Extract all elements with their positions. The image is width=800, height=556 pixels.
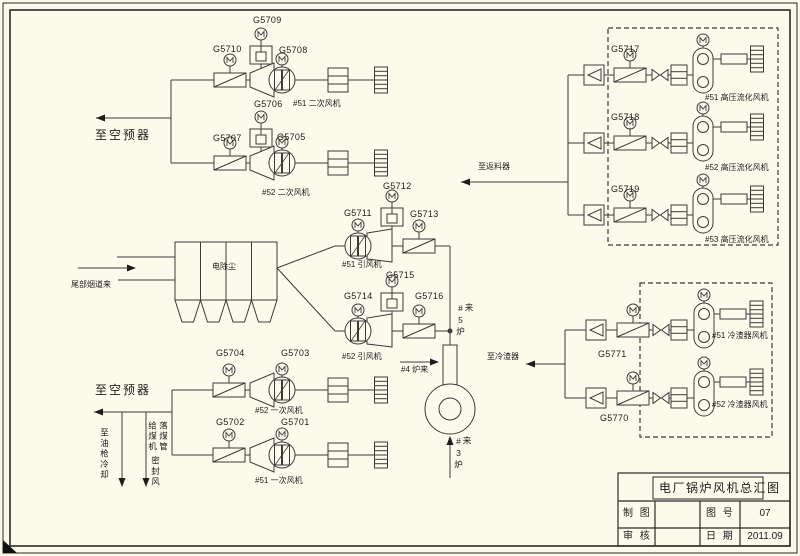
slag-cooler-fan-skid-boundary (639, 282, 773, 438)
silencer-outlet (374, 376, 388, 404)
silencer (327, 442, 349, 468)
tag-g5702: G5702 (216, 417, 245, 427)
damper-g5704 (213, 364, 245, 397)
arrow-to-air-preheater-top (96, 114, 105, 122)
arrow-to-air-preheater-bottom (94, 408, 103, 416)
damper-g5702 (213, 429, 245, 462)
drawing-title: 电厂锅炉风机总汇图 (659, 481, 781, 495)
tag-g5707: G5707 (213, 133, 242, 143)
checked-by-label: 审 核 (623, 531, 652, 542)
note-from-boiler-5: #5炉来 (455, 303, 475, 338)
fan-label-pa-51: #51 一次风机 (255, 476, 303, 485)
tag-g5717: G5717 (611, 44, 640, 54)
silencer (327, 150, 349, 176)
fan-label-hp-53: #53 高压流化风机 (705, 235, 769, 244)
silencer (327, 67, 349, 93)
note-coal-feeder: 给煤机 (147, 421, 158, 453)
fluidizing-fan-row-51 (583, 34, 764, 93)
silencer-outlet (374, 441, 388, 469)
note-from-rear-flue: 尾部烟道来 (71, 280, 111, 289)
drawing-no-label: 图 号 (706, 508, 735, 519)
date-label: 日 期 (706, 531, 735, 542)
tag-g5704: G5704 (216, 348, 245, 358)
tag-g5712: G5712 (383, 181, 412, 191)
fan-label-hp-52: #52 高压流化风机 (705, 163, 769, 172)
arrow-rear-flue (127, 264, 136, 272)
note-from-boiler-3: #3炉来 (453, 436, 473, 471)
arrow-oil-gun-cooling (118, 478, 126, 487)
silencer-outlet (374, 149, 388, 177)
tag-g5709: G5709 (253, 15, 282, 25)
fluidizing-fan-skid-boundary (607, 27, 779, 246)
fan-label-id-51: #51 引风机 (342, 260, 382, 269)
tag-g5710: G5710 (213, 44, 242, 54)
note-oil-gun-cooling: 至油枪冷却 (99, 428, 110, 481)
title-block-frame (617, 472, 791, 547)
inlet-vane-g5709 (250, 28, 272, 64)
fluidizing-fan-row-52 (583, 102, 764, 161)
note-to-slag-cooler: 至冷渣器 (487, 352, 519, 361)
fan-label-pa-52: #52 一次风机 (255, 406, 303, 415)
note-esp: 电除尘 (212, 262, 236, 271)
date-value: 2011.09 (747, 531, 783, 542)
note-from-boiler-4: #4 炉来 (401, 365, 429, 374)
stack-chimney (424, 344, 476, 435)
fan-label-id-52: #52 引风机 (342, 352, 382, 361)
arrow-to-slag-cooler (526, 360, 535, 368)
damper-g5713 (403, 220, 435, 253)
arrow-boiler4 (430, 358, 439, 366)
note-coal-chute: 落煤管 (158, 421, 169, 453)
inlet-vane-g5712 (381, 190, 403, 226)
fan-label-slag-52: #52 冷渣器风机 (712, 400, 768, 409)
tag-g5716: G5716 (415, 291, 444, 301)
drawn-by-label: 制 图 (623, 508, 652, 519)
tag-g5703: G5703 (281, 348, 310, 358)
damper-g5710 (214, 54, 246, 87)
note-to-air-preheater-top: 至空预器 (95, 128, 152, 142)
primary-fan-51 (250, 428, 295, 472)
electrostatic-precipitator (174, 241, 278, 323)
tag-g5705: G5705 (277, 132, 306, 142)
inlet-vane-g5706 (250, 111, 272, 147)
arrow-seal-air (142, 478, 150, 487)
arrow-boiler3 (446, 436, 454, 445)
note-to-return-feeder: 至返料器 (478, 162, 510, 171)
fluidizing-fan-row-53 (583, 174, 764, 233)
silencer-outlet (374, 66, 388, 94)
tag-g5708: G5708 (279, 45, 308, 55)
fan-label-sec-51: #51 二次风机 (293, 99, 341, 108)
fan-label-sec-52: #52 二次风机 (262, 188, 310, 197)
inlet-vane-g5715 (381, 275, 403, 311)
arrow-to-return-feeder (461, 178, 470, 186)
tag-g5770: G5770 (600, 413, 629, 423)
tag-g5771: G5771 (598, 349, 627, 359)
tag-g5713: G5713 (410, 209, 439, 219)
drawing-no-value: 07 (759, 508, 771, 519)
fan-label-hp-51: #51 高压流化风机 (705, 93, 769, 102)
tag-g5706: G5706 (254, 99, 283, 109)
note-to-air-preheater-bottom: 至空预器 (95, 383, 152, 397)
tag-g5719: G5719 (611, 184, 640, 194)
damper-g5716 (403, 305, 435, 338)
tag-g5711: G5711 (344, 208, 372, 218)
tag-g5718: G5718 (611, 112, 640, 122)
tag-g5701: G5701 (281, 417, 310, 427)
fan-label-slag-51: #51 冷渣器风机 (712, 331, 768, 340)
silencer (327, 377, 349, 403)
tag-g5715: G5715 (386, 270, 415, 280)
primary-fan-52 (250, 363, 295, 407)
tag-g5714: G5714 (344, 291, 373, 301)
note-seal-air: 密封风 (150, 456, 161, 488)
